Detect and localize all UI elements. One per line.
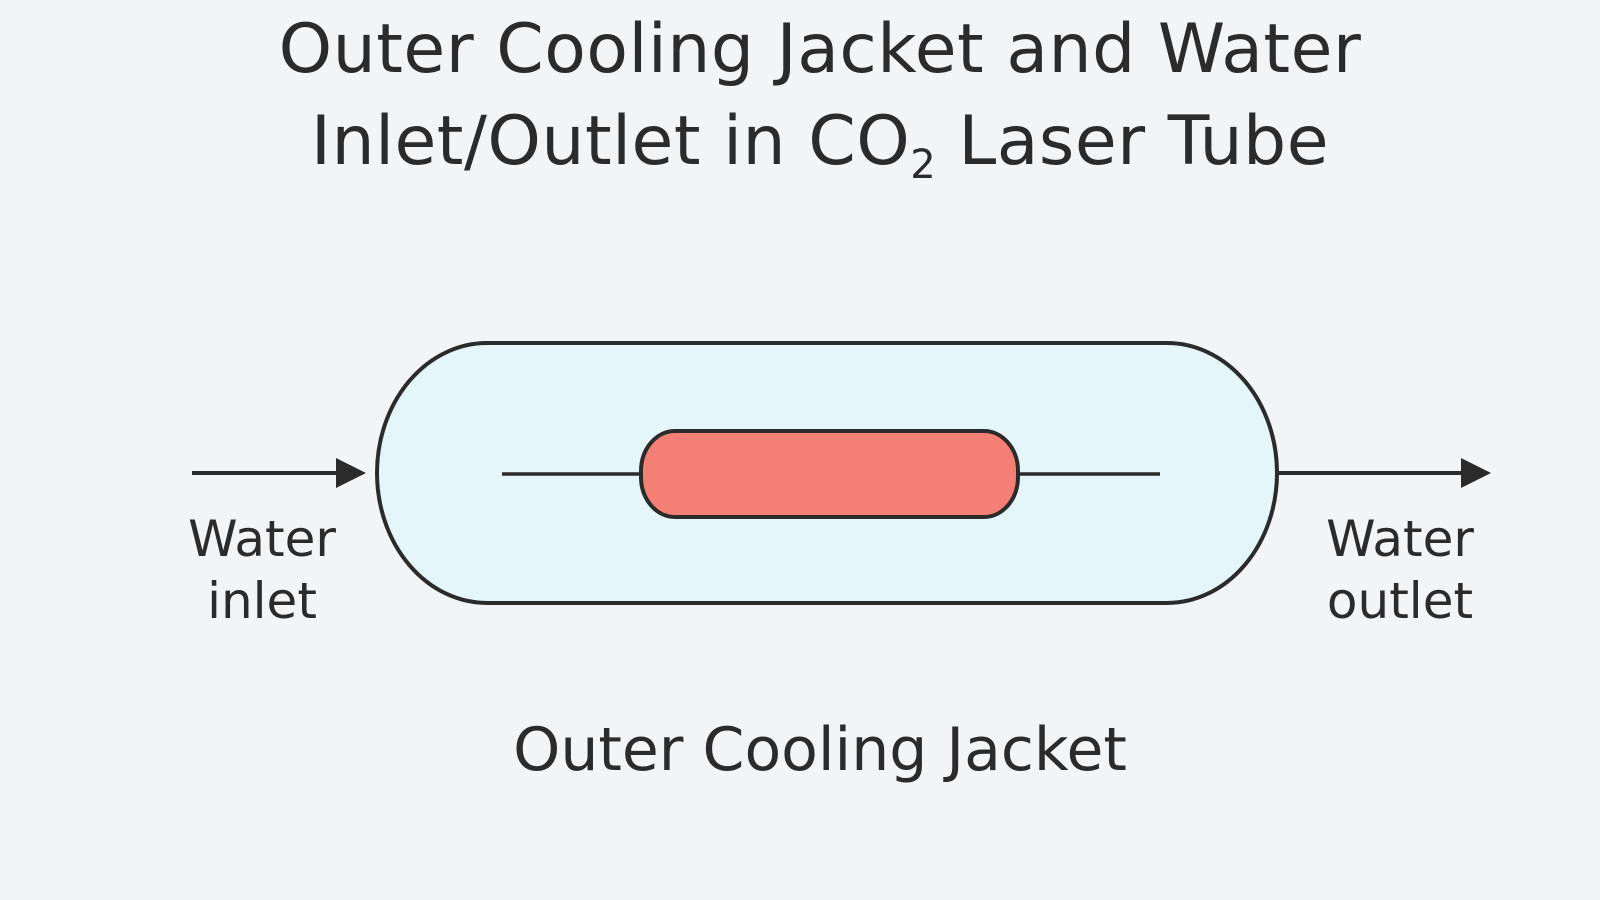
water-inlet-label: Water inlet: [172, 508, 352, 632]
co2-subscript: 2: [910, 142, 937, 188]
water-outlet-label-line-1: Water: [1326, 510, 1474, 568]
diagram-title: Outer Cooling Jacket and Water Inlet/Out…: [0, 4, 1600, 188]
outer-cooling-jacket-caption: Outer Cooling Jacket: [513, 715, 1127, 785]
title-line-1: Outer Cooling Jacket and Water: [278, 10, 1362, 89]
inner-laser-tube: [639, 429, 1020, 519]
water-inlet-label-line-1: Water: [188, 510, 336, 568]
title-line-2-prefix: Inlet/Outlet in CO: [310, 102, 911, 181]
title-line-2: Inlet/Outlet in CO2 Laser Tube: [0, 96, 1600, 188]
water-outlet-label-line-2: outlet: [1326, 572, 1474, 630]
title-line-2-suffix: Laser Tube: [936, 102, 1330, 181]
water-inlet-label-line-2: inlet: [207, 572, 317, 630]
water-outlet-label: Water outlet: [1310, 508, 1490, 632]
